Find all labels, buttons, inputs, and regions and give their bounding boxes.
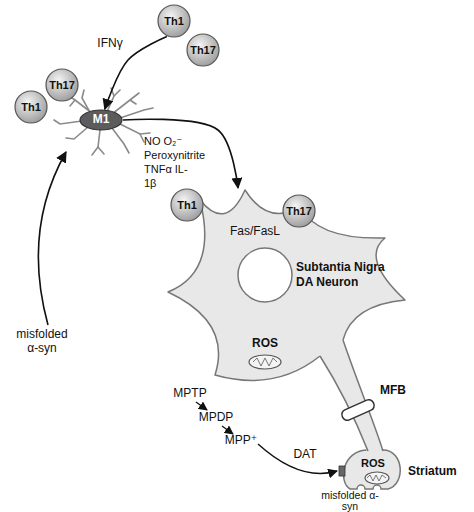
node-label: M1 (79, 109, 123, 131)
axon-outline (343, 340, 383, 451)
t-cell-circle-shape (187, 34, 219, 66)
t-cell-circle-shape (158, 5, 190, 37)
mitochondrion-cristae (367, 475, 386, 481)
microglia-process (120, 124, 150, 134)
figure-label: MPTP (173, 387, 206, 401)
t-cell-circle-shape (283, 195, 315, 227)
node-label: Th17 (186, 33, 220, 67)
microglia-process (66, 127, 88, 139)
node-label: Th1 (14, 90, 48, 124)
edge-label: IFNγ (97, 37, 122, 51)
figure-label: MPP⁺ (225, 434, 257, 448)
figure-label: Fas/FasL (230, 225, 280, 239)
t-cell-circle: Th1 (170, 188, 204, 222)
microglia-process (92, 130, 100, 155)
t-cell-circle-shape (15, 91, 47, 123)
figure-label: misfolded α-syn (320, 490, 380, 512)
node-label: Subtantia Nigra DA Neuron (296, 260, 398, 290)
t-cell-circle: Th1 (14, 90, 48, 124)
node-label: Th1 (170, 188, 204, 222)
microglia-process (114, 90, 120, 96)
conversion-arrow (196, 402, 207, 410)
axon-terminal (344, 450, 401, 489)
transporter-symbol (339, 466, 345, 476)
edge-label: NO O₂⁻ Peroxynitrite TNFα IL-1β (144, 134, 196, 190)
node-label: Th17 (45, 68, 79, 102)
microglia-process (98, 147, 104, 154)
node-label: Th1 (157, 4, 191, 38)
t-cell-circle: Th1 (157, 4, 191, 38)
figure-label: ROS (252, 337, 278, 351)
figure-label: misfolded α-syn (10, 327, 74, 355)
mfb-bundle: MFB (335, 380, 415, 425)
microglia-process (140, 134, 144, 142)
t-cell-circle: Th17 (45, 68, 79, 102)
microglia-process (70, 100, 75, 106)
mfb-bundle-shape (340, 398, 376, 422)
microglia-process (112, 93, 139, 114)
conversion-arrow (222, 426, 233, 434)
node-label: Th17 (282, 194, 316, 228)
figure-label: MPDP (199, 411, 234, 425)
mitochondrion (365, 472, 389, 484)
node-label: MFB (380, 384, 406, 398)
figure-label: DAT (293, 448, 316, 462)
figure-label: Striatum (408, 465, 457, 479)
neuron-body-shape (168, 190, 405, 380)
microglia-process (120, 108, 153, 118)
t-cell-circle-shape (46, 69, 78, 101)
microglia-body-shape (80, 110, 122, 130)
t-cell-circle: Th17 (282, 194, 316, 228)
uptake-arrow (258, 444, 337, 473)
t-cell-circle-shape (171, 189, 203, 221)
microglia-process (130, 100, 136, 104)
t-cell-circle: Th17 (186, 33, 220, 67)
alpha-syn-arrow (38, 152, 66, 325)
microglia-process (112, 128, 129, 153)
microglia-process (54, 120, 82, 124)
figure-label: ROS (361, 457, 385, 470)
microglia-body: M1 (79, 109, 123, 131)
